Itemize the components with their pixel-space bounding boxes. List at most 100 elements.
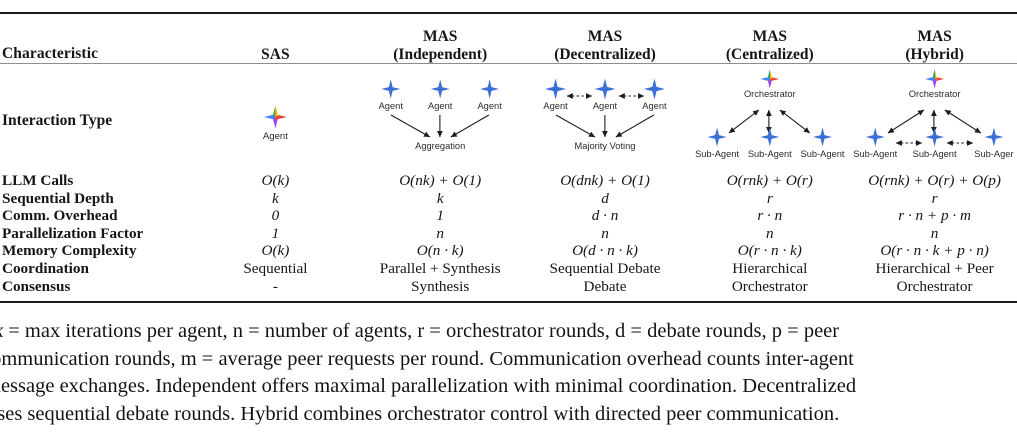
caption-line-1: k = max iterations per agent, n = number… [0,318,1017,346]
comparison-table: Characteristic SAS MAS (Independent) MAS… [0,0,1017,296]
diagram-decentralized: Agent Agent Agent Majority Voting [523,71,688,171]
hybrid-subagent-label-2: Sub-Agent [912,149,957,159]
header-characteristic: Characteristic [2,45,99,62]
cell-sequential-depth-independent: k [436,189,444,207]
cell-comm-overhead-hybrid: r · n + p · m [898,207,971,225]
table-header-rule [0,63,1017,64]
cell-coordination-centralized: Hierarchical [732,259,808,277]
cell-comm-overhead-independent: 1 [436,207,444,225]
header-mas-centralized-line2: (Centralized) [725,45,814,63]
figure-caption: k = max iterations per agent, n = number… [0,318,1017,428]
caption-line-2: communication rounds, m = average peer r… [0,347,854,370]
cell-memory-complexity-hybrid: O(r · n · k + p · n) [880,242,989,260]
caption-symbol-k: k [0,320,3,342]
table-body: Interaction Type Agent [0,69,1017,296]
centralized-subagent-label-3: Sub-Agent [800,149,845,159]
diagram-centralized-cell: Orchestrator Sub-Agent Sub-Agent Sub-Age… [687,69,852,172]
diagram-sas-cell: Agent [193,70,358,172]
cell-sequential-depth-centralized: r [766,189,773,207]
table-row: Memory Complexity O(k) O(n · k) O(d · n … [0,242,1017,260]
header-mas-centralized: MAS (Centralized) [687,0,852,70]
caption-line-4: uses sequential debate rounds. Hybrid co… [0,402,840,425]
cell-parallelization-factor-decentralized: n [601,224,609,242]
cell-sequential-depth-decentralized: d [601,189,609,207]
cell-sequential-depth-hybrid: r [931,189,938,207]
cell-coordination-independent: Parallel + Synthesis [379,259,501,277]
row-label-parallelization-factor: Parallelization Factor [2,224,144,242]
cell-memory-complexity-centralized: O(r · n · k) [737,242,802,260]
table-row: Consensus - Synthesis Debate Orchestrato… [0,278,1017,296]
row-label-interaction-type: Interaction Type [2,112,113,129]
cell-coordination-decentralized: Sequential Debate [549,259,661,277]
centralized-arrows [729,109,811,134]
row-label-llm-calls: LLM Calls [2,172,74,189]
table-row: Parallelization Factor 1 n n n n [0,225,1017,243]
cell-parallelization-factor-centralized: n [765,224,774,242]
row-label-coordination: Coordination [2,259,89,277]
cell-memory-complexity-sas: O(k) [261,242,290,260]
decentralized-agent-label-3: Agent [642,101,667,111]
header-mas-hybrid-line2: (Hybrid) [905,45,964,63]
diagram-independent: Agent Agent Agent Aggregation [358,71,523,171]
header-mas-centralized-line1: MAS [752,28,788,46]
cell-coordination-sas: Sequential [243,259,308,277]
independent-agent-label-3: Agent [477,101,502,111]
header-mas-hybrid-line1: MAS [917,28,952,46]
interaction-type-row: Interaction Type Agent [0,69,1017,172]
hybrid-subagent-label-3: Sub-Ager [974,149,1014,159]
table-row: Sequential Depth k k d r r [0,190,1017,208]
cell-coordination-hybrid: Hierarchical + Peer [875,259,994,277]
diagram-decentralized-cell: Agent Agent Agent Majority Voting [523,70,688,172]
cell-parallelization-factor-independent: n [436,224,444,242]
cell-consensus-sas: - [272,277,278,295]
decentralized-agent-label-1: Agent [543,101,568,111]
header-mas-decentralized-line2: (Decentralized) [554,45,656,63]
cell-comm-overhead-decentralized: d · n [591,207,619,225]
cell-llm-calls-sas: O(k) [261,172,290,189]
cell-consensus-decentralized: Debate [583,277,627,295]
centralized-orchestrator-label: Orchestrator [743,89,796,99]
cell-sequential-depth-sas: k [272,189,279,207]
independent-sink-label: Aggregation [415,141,466,151]
cell-memory-complexity-decentralized: O(d · n · k) [572,242,638,260]
row-label-comm-overhead: Comm. Overhead [2,207,118,225]
diagram-independent-cell: Agent Agent Agent Aggregation [358,70,523,172]
header-mas-independent-line2: (Independent) [393,45,488,63]
decentralized-agent-label-2: Agent [592,101,618,111]
table-bottom-rule [0,301,1017,303]
table-head: Characteristic SAS MAS (Independent) MAS… [0,0,1017,70]
hybrid-subagent-label-1: Sub-Agent [853,149,898,159]
cell-llm-calls-decentralized: O(dnk) + O(1) [560,172,650,189]
cell-consensus-hybrid: Orchestrator [896,277,973,295]
diagram-sas: Agent [193,71,358,171]
header-mas-independent-line1: MAS [422,28,458,46]
cell-parallelization-factor-sas: 1 [271,224,280,242]
caption-line-1-text: = max iterations per agent, n = number o… [3,320,840,342]
header-sas: SAS [193,0,358,70]
cell-consensus-independent: Synthesis [411,277,470,295]
hybrid-arrows [887,109,982,146]
table-row: Comm. Overhead 0 1 d · n r · n r · n + p… [0,207,1017,225]
diagram-hybrid-cell: Orchestrator Sub-Agent Sub-Agent Sub-Age… [852,69,1017,172]
table-top-rule [0,12,1017,14]
hybrid-orchestrator-label: Orchestrator [908,89,961,99]
cell-consensus-centralized: Orchestrator [731,277,808,295]
independent-agent-label-1: Agent [378,101,403,111]
decentralized-sink-label: Majority Voting [574,141,636,151]
centralized-subagent-label-1: Sub-Agent [695,149,740,159]
table-row: LLM Calls O(k) O(nk) + O(1) O(dnk) + O(1… [0,172,1017,190]
independent-arrows [390,114,489,138]
cell-parallelization-factor-hybrid: n [930,224,939,242]
sas-agent-label: Agent [262,131,288,142]
cell-llm-calls-centralized: O(rnk) + O(r) [726,172,813,189]
header-mas-independent: MAS (Independent) [358,0,523,70]
header-row: Characteristic SAS MAS (Independent) MAS… [0,0,1017,70]
diagram-hybrid: Orchestrator Sub-Agent Sub-Agent Sub-Age… [852,69,1017,171]
cell-comm-overhead-centralized: r · n [757,207,783,225]
table-row: Coordination Sequential Parallel + Synth… [0,260,1017,278]
decentralized-arrows [555,93,654,138]
header-mas-decentralized: MAS (Decentralized) [523,0,688,70]
cell-llm-calls-hybrid: O(rnk) + O(r) + O(p) [868,172,1001,189]
cell-comm-overhead-sas: 0 [271,207,280,225]
